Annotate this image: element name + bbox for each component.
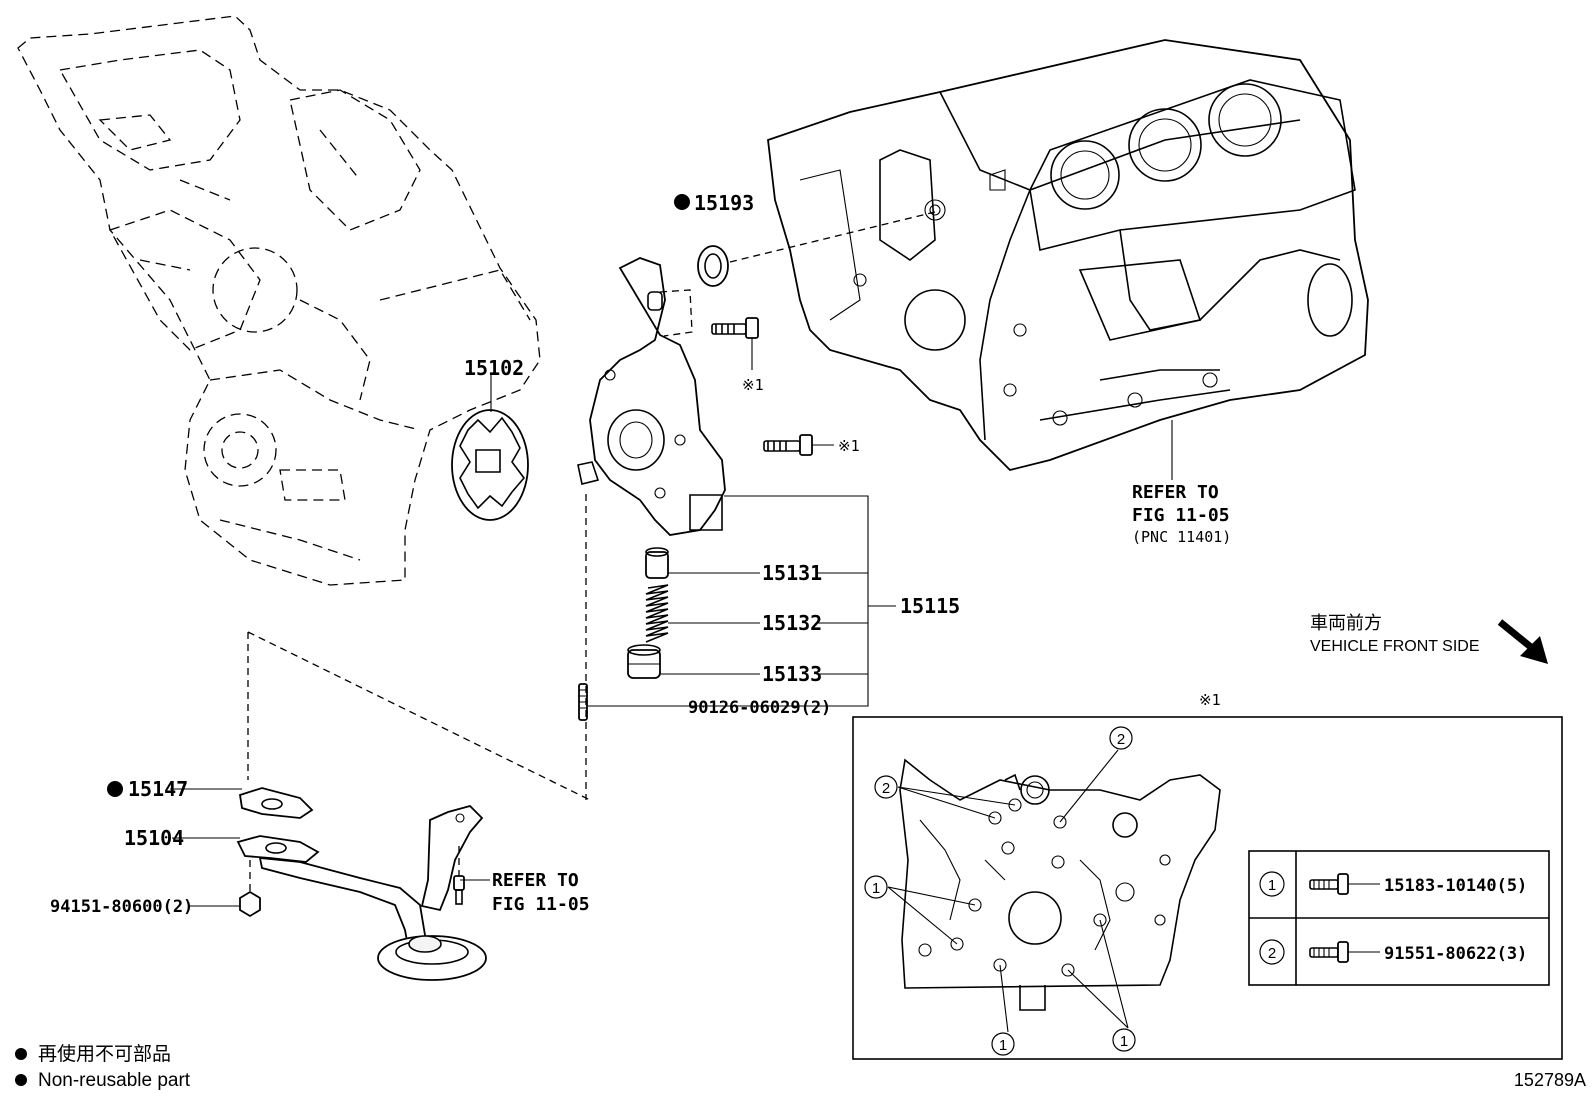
legend-dot-icon — [15, 1048, 27, 1060]
inset-title: ※1 — [1199, 691, 1221, 709]
inset-cover-drawing — [899, 758, 1221, 1011]
part-15115: 15115 — [900, 594, 960, 618]
table-part-2: 91551-80622(3) — [1384, 944, 1527, 964]
oil-seal-drawing — [697, 245, 729, 287]
pump-bolt-upper — [711, 317, 759, 370]
strainer-nut-drawing — [239, 860, 261, 918]
non-reusable-mark — [107, 781, 123, 797]
refer-block-line1: REFER TO — [1132, 482, 1219, 503]
callout-1-b: 1 — [999, 1037, 1007, 1054]
part-15132: 15132 — [762, 611, 822, 635]
part-94151: 94151-80600(2) — [50, 897, 193, 917]
part-15104: 15104 — [124, 826, 184, 850]
front-arrow-icon — [1497, 619, 1548, 664]
inset-bolt-table — [1248, 850, 1550, 986]
group-15115-leaders — [588, 495, 896, 707]
refer-pan-line1: REFER TO — [492, 870, 579, 891]
part-90126: 90126-06029(2) — [688, 698, 831, 718]
stud-bolt-drawing — [578, 683, 588, 721]
relief-valve-drawing — [627, 547, 669, 679]
part-leaders — [170, 375, 1173, 907]
drive-rotor-drawing — [451, 409, 529, 521]
part-15147: 15147 — [128, 777, 188, 801]
refer-pan-line2: FIG 11-05 — [492, 894, 590, 915]
callout-1-a: 1 — [872, 880, 880, 897]
inset-callouts — [864, 726, 1136, 1056]
part-15193: 15193 — [694, 191, 754, 215]
callout-2-b: 2 — [1117, 731, 1125, 748]
strainer-gasket-drawing — [238, 787, 314, 819]
note-mark-lower: ※1 — [838, 437, 860, 455]
refer-block-line2: FIG 11-05 — [1132, 505, 1230, 526]
figure-id: 152789A — [1514, 1070, 1586, 1090]
part-15131: 15131 — [762, 561, 822, 585]
legend-en: Non-reusable part — [38, 1070, 191, 1091]
non-reusable-mark — [674, 194, 690, 210]
table-key-1: 1 — [1268, 877, 1276, 894]
pump-bolt-lower — [763, 434, 834, 456]
timing-cover-drawing — [17, 15, 541, 586]
table-part-1: 15183-10140(5) — [1384, 876, 1527, 896]
callout-2-a: 2 — [882, 780, 890, 797]
engine-block-drawing — [767, 39, 1369, 471]
table-key-2: 2 — [1268, 945, 1276, 962]
note-mark-upper: ※1 — [742, 376, 764, 394]
legend-dot-icon — [15, 1074, 27, 1086]
legend-ja: 再使用不可部品 — [38, 1043, 171, 1065]
part-15102: 15102 — [464, 356, 524, 380]
front-label-ja: 車両前方 — [1310, 613, 1382, 633]
oil-strainer-drawing — [236, 804, 487, 981]
part-15133: 15133 — [762, 662, 822, 686]
front-label-en: VEHICLE FRONT SIDE — [1310, 638, 1480, 655]
inset-frame — [852, 716, 1563, 1060]
callout-1-c: 1 — [1120, 1033, 1128, 1050]
cover-to-strainer-line — [247, 631, 591, 801]
refer-block-line3: (PNC 11401) — [1132, 528, 1231, 546]
oil-pump-drawing — [577, 257, 726, 536]
